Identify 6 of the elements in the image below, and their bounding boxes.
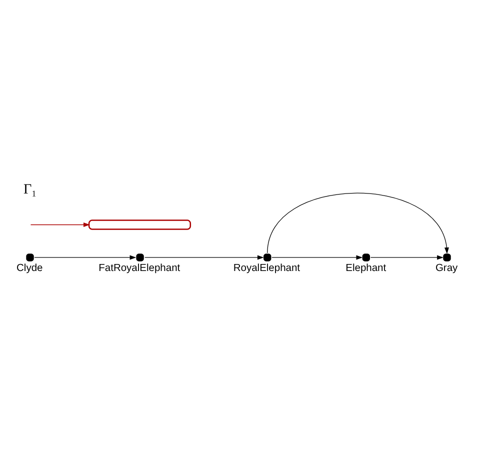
- node-label: Clyde: [16, 262, 43, 274]
- node-label: RoyalElephant: [233, 262, 300, 274]
- node-label: Elephant: [346, 262, 386, 274]
- node-label: FatRoyalElephant: [98, 262, 180, 274]
- node-label: Gray: [435, 262, 458, 274]
- label: Γ₁: [23, 182, 37, 198]
